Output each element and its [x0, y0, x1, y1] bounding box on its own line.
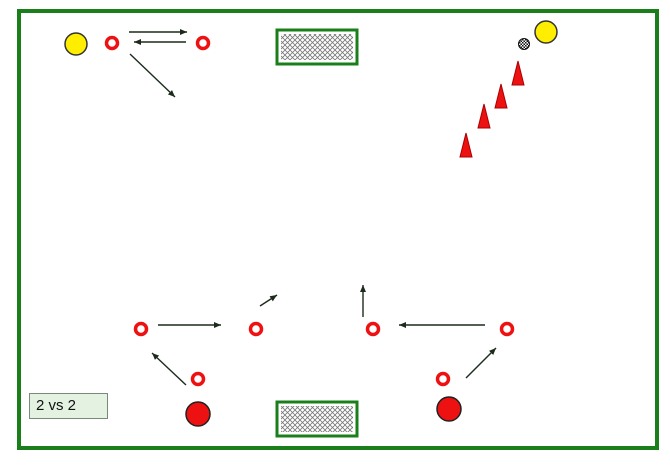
drill-label: 2 vs 2	[29, 393, 108, 419]
bottom-goal-net-icon	[275, 400, 359, 438]
ring-cone-icon	[195, 35, 211, 51]
triangle-cone-icon	[477, 103, 491, 129]
ring-cone-icon	[499, 321, 515, 337]
yellow-player-icon	[64, 32, 88, 56]
pass-arrow-icon	[151, 352, 187, 386]
red-player-icon	[436, 396, 462, 422]
pitch-boundary	[17, 9, 659, 450]
ring-cone-icon	[248, 321, 264, 337]
ring-cone-icon	[365, 321, 381, 337]
triangle-cone-icon	[494, 83, 508, 109]
ring-cone-icon	[104, 35, 120, 51]
yellow-player-icon	[534, 20, 558, 44]
triangle-cone-icon	[459, 132, 473, 158]
soccer-ball-icon	[518, 38, 530, 50]
pass-arrow-icon	[465, 347, 497, 379]
triangle-cone-icon	[511, 60, 525, 86]
ring-cone-icon	[435, 371, 451, 387]
ring-cone-icon	[133, 321, 149, 337]
ring-cone-icon	[190, 371, 206, 387]
pass-arrow-icon	[129, 53, 176, 98]
top-goal-net-icon	[275, 28, 359, 66]
red-player-icon	[185, 401, 211, 427]
pass-arrow-icon	[259, 294, 278, 307]
